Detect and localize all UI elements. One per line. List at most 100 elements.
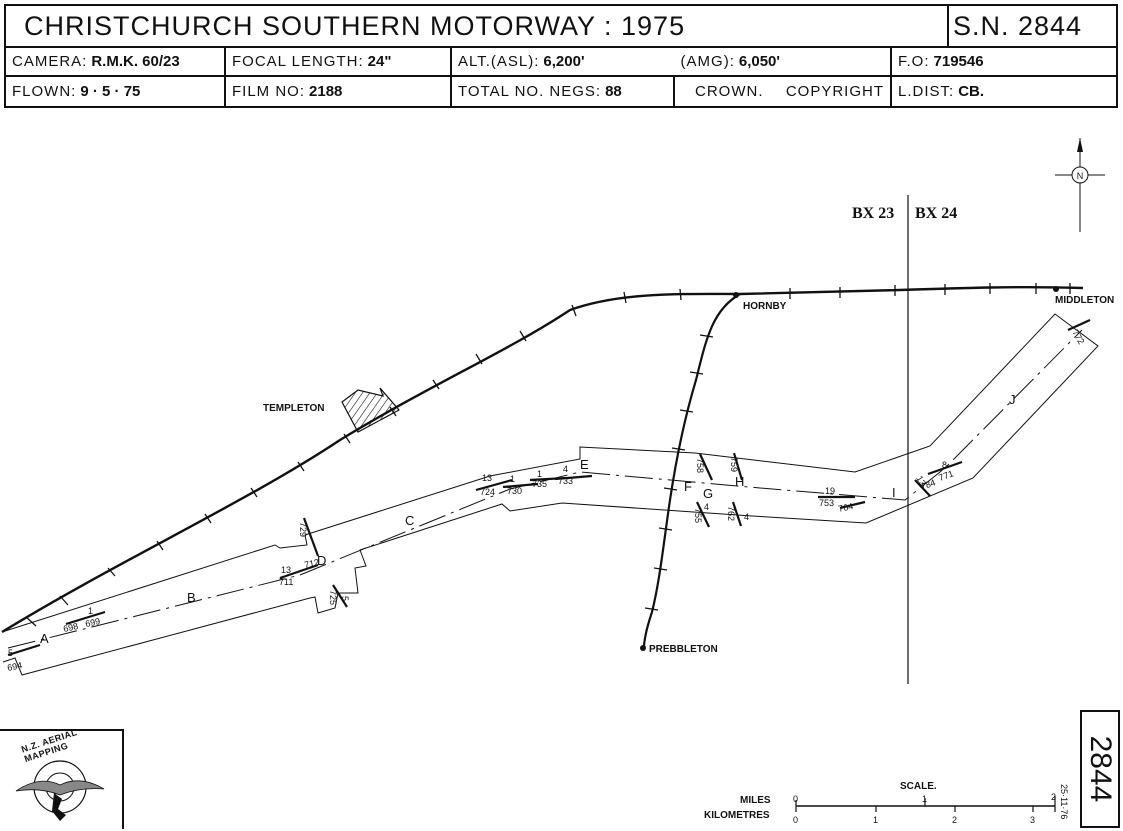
photo-number: 4 [744, 512, 749, 522]
run-letter-b: B [187, 590, 196, 605]
focal-cell: FOCAL LENGTH: 24" [226, 48, 452, 75]
run-letter-h: H [735, 474, 744, 489]
header-row-flight: FLOWN: 9 · 5 · 75 FILM NO: 2188 TOTAL NO… [6, 77, 1116, 106]
camera-cell: CAMERA: R.M.K. 60/23 [6, 48, 226, 75]
place-hornby: HORNBY [743, 301, 787, 312]
photo-number: 784 [919, 477, 937, 492]
scale-bar: SCALE. MILES KILOMETRES 0 1 2 0 1 2 3 25… [704, 781, 1069, 825]
ldist-value: CB. [958, 83, 985, 100]
photo-number: 1 [88, 606, 93, 616]
crown-text: CROWN. [695, 83, 764, 100]
photo-number: 755 [693, 508, 703, 523]
hornby-dot [733, 292, 739, 298]
photo-number: 694 [6, 660, 23, 673]
photo-number: 698 [62, 621, 79, 634]
alt-amg-value: 6,050' [738, 53, 780, 70]
photo-number: 730 [507, 486, 522, 496]
header-table: CHRISTCHURCH SOUTHERN MOTORWAY : 1975 S.… [4, 4, 1118, 108]
sheet-badge-number: 2844 [1084, 735, 1117, 803]
map-title: CHRISTCHURCH SOUTHERN MOTORWAY : 1975 [6, 6, 949, 46]
photo-number: 724 [480, 487, 495, 497]
photo-number: 735 [532, 479, 547, 489]
templeton-hatched-area [341, 387, 400, 433]
photo-number: 19 [825, 486, 835, 496]
place-templeton: TEMPLETON [263, 403, 324, 414]
photo-number: 8 [942, 460, 947, 470]
photo-number: 699 [84, 616, 101, 629]
photo-number: 771 [937, 468, 955, 483]
north-label: N [1077, 171, 1084, 181]
place-prebbleton: PREBBLETON [649, 644, 718, 655]
run-letter-d: D [317, 553, 326, 568]
fo-label: F.O: [898, 53, 930, 70]
alt-asl-label: ALT.(ASL): [458, 53, 540, 70]
photo-number: 753 [819, 498, 834, 508]
scale-mile-0: 0 [793, 794, 798, 804]
negs-value: 88 [605, 83, 622, 100]
camera-value: R.M.K. 60/23 [91, 53, 180, 70]
focal-value: 24" [367, 53, 392, 70]
photo-number: 733 [558, 476, 573, 486]
alt-amg-label: (AMG): [680, 53, 735, 70]
negs-label: TOTAL NO. NEGS: [458, 83, 602, 100]
run-letter-a: A [40, 631, 49, 646]
photo-number: 4 [563, 464, 568, 474]
sheet-number: S.N. 2844 [953, 10, 1083, 41]
scale-mile-1: 1 [922, 794, 927, 804]
photo-number: 13 [482, 473, 492, 483]
nz-aerial-mapping-logo: N.Z. AERIAL MAPPING [0, 727, 124, 829]
alt-asl-value: 6,200' [543, 53, 585, 70]
logo-emblem-icon [15, 760, 105, 821]
scale-km-3: 3 [1030, 815, 1035, 825]
middleton-dot [1053, 286, 1059, 292]
run-letter-e: E [580, 457, 589, 472]
scale-mile-2: 2 [1051, 792, 1056, 802]
altitude-cell: ALT.(ASL): 6,200' (AMG): 6,050' [452, 48, 892, 75]
photo-number: 772 [1070, 328, 1086, 346]
photo-number: 4 [704, 502, 709, 512]
run-letter-f: F [684, 479, 692, 494]
photo-number: 711 [279, 577, 293, 587]
ldist-cell: L.DIST: CB. [892, 77, 1116, 106]
photo-number: 729 [298, 522, 308, 537]
motorway-corridor-outline [1, 313, 1099, 676]
sheet-badge: 2844 [1080, 710, 1120, 828]
railway-ticks [25, 283, 1071, 627]
fo-value: 719546 [933, 53, 984, 70]
scale-title: SCALE. [900, 781, 937, 792]
flown-label: FLOWN: [12, 83, 77, 100]
railway-line [1, 285, 1084, 634]
scale-km-label: KILOMETRES [704, 810, 770, 821]
fo-cell: F.O: 719546 [892, 48, 1116, 75]
copyright-text: COPYRIGHT [785, 83, 884, 100]
photo-number: 758 [695, 458, 705, 473]
photo-number: 762 [726, 506, 736, 521]
photo-number: 712 [303, 557, 320, 570]
run-letter-j: J [1009, 392, 1016, 407]
scale-miles-label: MILES [740, 795, 771, 806]
negs-cell: TOTAL NO. NEGS: 88 [452, 77, 675, 106]
run-letter-i: I [892, 485, 896, 500]
film-value: 2188 [309, 83, 343, 100]
photo-number: 1 [510, 474, 515, 484]
ldist-label: L.DIST: [898, 83, 955, 100]
header-row-title: CHRISTCHURCH SOUTHERN MOTORWAY : 1975 S.… [6, 6, 1116, 48]
place-middleton: MIDDLETON [1055, 295, 1114, 306]
north-arrow-icon: N [1055, 138, 1105, 232]
photo-number: 759 [729, 457, 739, 472]
scale-km-2: 2 [952, 815, 957, 825]
photo-number: 764 [837, 501, 854, 514]
focal-label: FOCAL LENGTH: [232, 53, 364, 70]
grid-label-bx24: BX 24 [915, 205, 957, 222]
photo-number: 13 [281, 565, 291, 575]
film-label: FILM NO: [232, 83, 306, 100]
photo-number: 1 [537, 469, 542, 479]
photo-number: 5 [340, 596, 350, 601]
scale-km-0: 0 [793, 815, 798, 825]
scale-km-1: 1 [873, 815, 878, 825]
photo-number: 5 [8, 648, 13, 658]
run-markers [7, 318, 1091, 657]
scale-date: 25·11·76 [1059, 784, 1069, 819]
flown-value: 9 · 5 · 75 [80, 83, 141, 100]
